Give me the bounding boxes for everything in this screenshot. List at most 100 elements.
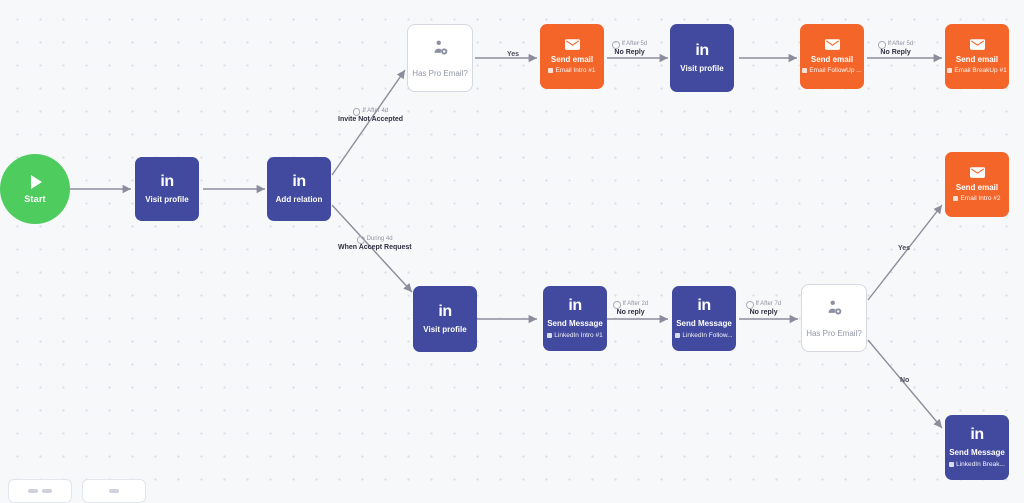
node-visit-profile-3[interactable]: in Visit profile xyxy=(413,286,477,352)
template-chip-icon xyxy=(953,196,959,202)
node-title: Visit profile xyxy=(423,324,467,334)
linkedin-icon: in xyxy=(292,172,306,190)
edge-text: No Reply xyxy=(614,48,645,56)
edge-condition: If After 5d xyxy=(887,41,914,47)
linkedin-icon: in xyxy=(697,297,711,315)
node-send-message-followup[interactable]: in Send Message LinkedIn Follow... xyxy=(672,286,736,351)
node-subtitle: Email FollowUp ... xyxy=(809,67,862,75)
clock-icon xyxy=(612,41,620,49)
linkedin-icon: in xyxy=(970,426,984,444)
node-send-email-intro-1[interactable]: Send email Email Intro #1 xyxy=(540,24,604,89)
node-title: Send Message xyxy=(676,319,732,329)
envelope-icon xyxy=(824,38,840,50)
node-send-email-intro-2[interactable]: Send email Email Intro #2 xyxy=(945,152,1009,217)
node-title: Has Pro Email? xyxy=(806,328,862,338)
edge-label-msg1-no-reply: If After 2d No reply xyxy=(613,301,648,317)
node-subtitle: Email Intro #2 xyxy=(960,195,1001,203)
clock-icon xyxy=(357,236,365,244)
node-subtitle-wrap: Email BreakUp #1 xyxy=(947,67,1007,75)
edge-condition: If After 5d xyxy=(621,41,648,47)
template-chip-icon xyxy=(548,68,554,74)
node-title: Has Pro Email? xyxy=(412,68,468,78)
edge-condition: During 4d xyxy=(366,236,393,242)
node-visit-profile-1[interactable]: in Visit profile xyxy=(135,157,199,221)
node-start[interactable]: Start xyxy=(0,154,70,224)
node-title: Send Message xyxy=(547,319,603,329)
play-icon xyxy=(31,174,42,189)
edge-label-cond2-no: No xyxy=(900,377,910,384)
envelope-icon xyxy=(564,38,580,50)
envelope-icon xyxy=(969,166,985,178)
node-start-title: Start xyxy=(24,193,46,204)
edge-condition-wrap: If After 2d xyxy=(613,301,648,309)
toolbar-zoom-control[interactable] xyxy=(8,479,72,503)
edge-condition-wrap: If After 4d xyxy=(338,108,403,116)
clock-icon xyxy=(352,108,361,116)
node-title: Send email xyxy=(550,54,594,64)
person-gear-icon xyxy=(432,39,449,61)
node-title: Send email xyxy=(955,54,999,64)
node-send-message-intro-1[interactable]: in Send Message LinkedIn Intro #1 xyxy=(543,286,607,351)
template-chip-icon xyxy=(547,332,553,338)
toolbar-fit-control[interactable] xyxy=(82,479,146,503)
node-subtitle: LinkedIn Intro #1 xyxy=(554,331,603,339)
edge-text: Invite Not Accepted xyxy=(338,115,404,123)
linkedin-icon: in xyxy=(160,172,174,190)
node-subtitle-wrap: Email Intro #2 xyxy=(953,195,1001,203)
canvas-toolbar[interactable] xyxy=(8,479,146,503)
edge-label-msg2-no-reply: If After 7d No reply xyxy=(746,301,781,317)
node-subtitle-wrap: LinkedIn Break... xyxy=(949,461,1005,468)
edge-label-cond1-yes: Yes xyxy=(507,51,520,58)
edge-text: When Accept Request xyxy=(338,243,412,251)
envelope-icon xyxy=(969,38,985,50)
edge-label-when-accept-request: During 4d When Accept Request xyxy=(338,236,412,252)
linkedin-icon: in xyxy=(695,41,709,59)
clock-icon xyxy=(746,301,754,309)
node-send-email-followup[interactable]: Send email Email FollowUp ... xyxy=(800,24,864,89)
template-chip-icon xyxy=(802,68,808,74)
toolbar-icon-c xyxy=(109,489,119,493)
clock-icon xyxy=(878,41,886,49)
edge-condition-wrap: If After 5d xyxy=(612,41,647,49)
node-condition-has-pro-email-2[interactable]: Has Pro Email? xyxy=(801,284,867,352)
template-chip-icon xyxy=(675,332,681,338)
linkedin-icon: in xyxy=(568,297,582,315)
node-subtitle-wrap: Email Intro #1 xyxy=(548,67,596,75)
node-visit-profile-2[interactable]: in Visit profile xyxy=(670,24,734,92)
node-title: Visit profile xyxy=(145,194,189,204)
node-title: Send Message xyxy=(949,448,1005,458)
node-send-email-breakup[interactable]: Send email Email BreakUp #1 xyxy=(945,24,1009,89)
edge-label-cond2-yes: Yes xyxy=(898,245,911,252)
node-subtitle: LinkedIn Break... xyxy=(956,460,1005,468)
edge-label-email2-no-reply: If After 5d No Reply xyxy=(878,41,913,57)
toolbar-icon-a xyxy=(28,489,38,493)
template-chip-icon xyxy=(949,461,955,467)
clock-icon xyxy=(613,301,621,309)
node-subtitle: Email Intro #1 xyxy=(555,67,596,75)
node-subtitle-wrap: LinkedIn Intro #1 xyxy=(547,331,603,339)
edge-condition: If After 7d xyxy=(755,301,782,307)
node-subtitle: Email BreakUp #1 xyxy=(954,67,1007,75)
node-title: Send email xyxy=(955,182,999,192)
edge-text: No Reply xyxy=(880,48,911,56)
edge-condition-wrap: If After 7d xyxy=(746,301,781,309)
person-gear-icon xyxy=(826,299,843,321)
edge-label-email1-no-reply: If After 5d No Reply xyxy=(612,41,647,57)
edge-text: No reply xyxy=(749,308,778,316)
node-condition-has-pro-email-1[interactable]: Has Pro Email? xyxy=(407,24,473,92)
toolbar-icon-b xyxy=(42,489,52,493)
node-title: Send email xyxy=(810,54,854,64)
linkedin-icon: in xyxy=(438,302,452,320)
edge-condition-wrap: If After 5d xyxy=(878,41,913,49)
node-title: Add relation xyxy=(275,194,323,204)
node-add-relation[interactable]: in Add relation xyxy=(267,157,331,221)
node-title: Visit profile xyxy=(680,63,724,73)
node-subtitle-wrap: Email FollowUp ... xyxy=(802,67,862,75)
node-subtitle-wrap: LinkedIn Follow... xyxy=(675,332,733,339)
edge-condition: If After 2d xyxy=(622,301,649,307)
node-send-message-breakup[interactable]: in Send Message LinkedIn Break... xyxy=(945,415,1009,480)
edge-text: No reply xyxy=(616,308,645,316)
edge-condition: If After 4d xyxy=(362,108,389,114)
